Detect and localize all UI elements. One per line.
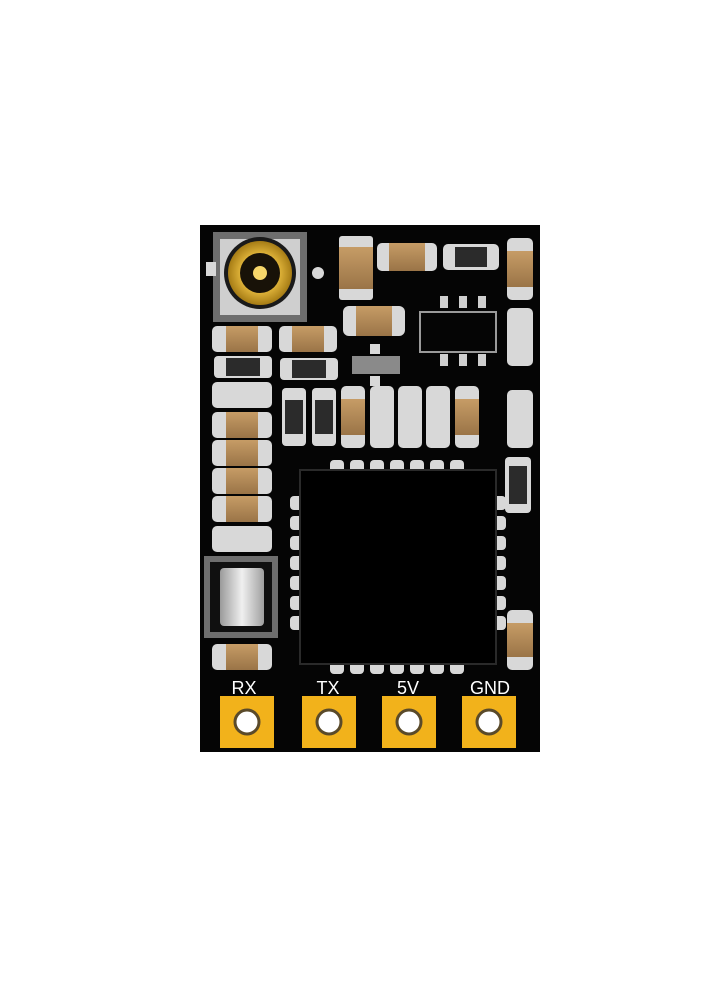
capacitor-stack-left — [212, 382, 272, 552]
label-5v: 5V — [397, 678, 419, 698]
capacitor-right-1 — [507, 238, 533, 300]
qfn-chip-icon — [290, 460, 506, 674]
label-rx: RX — [231, 678, 256, 698]
capacitor-top-1 — [339, 236, 373, 300]
resistor-left-1 — [214, 356, 272, 378]
crystal-oscillator — [204, 556, 278, 638]
resistor-left-2 — [280, 358, 338, 380]
capacitor-mid-1 — [343, 306, 405, 336]
capacitor-right-2 — [507, 308, 533, 366]
sot23-transistor — [352, 344, 400, 386]
pad-gnd[interactable] — [462, 696, 516, 748]
pad-rx[interactable] — [220, 696, 274, 748]
capacitor-vertical-row — [341, 386, 479, 448]
capacitor-left-1 — [212, 326, 272, 352]
capacitor-top-2 — [377, 243, 437, 271]
capacitor-right-3 — [507, 390, 533, 448]
ufl-connector-icon — [206, 232, 324, 322]
pad-5v[interactable] — [382, 696, 436, 748]
label-gnd: GND — [470, 678, 510, 698]
resistor-right-vertical — [505, 457, 531, 513]
label-tx: TX — [316, 678, 339, 698]
capacitor-left-2 — [279, 326, 337, 352]
resistor-vertical-1 — [282, 388, 306, 446]
sot-ic — [419, 296, 497, 366]
resistor-vertical-2 — [312, 388, 336, 446]
capacitor-bottom-left — [212, 644, 272, 670]
capacitor-right-4 — [507, 610, 533, 670]
resistor-top-1 — [443, 244, 499, 270]
pad-tx[interactable] — [302, 696, 356, 748]
